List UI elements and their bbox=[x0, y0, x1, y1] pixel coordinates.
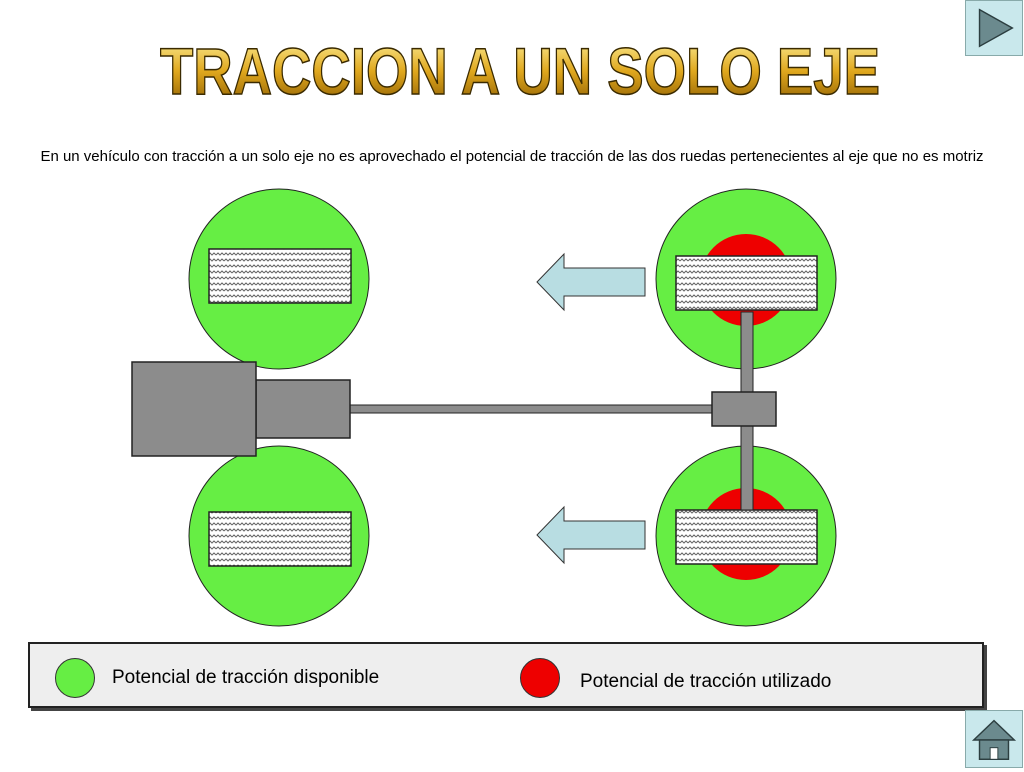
used-traction-swatch bbox=[520, 658, 560, 698]
home-button[interactable] bbox=[965, 710, 1023, 768]
play-triangle-icon bbox=[978, 8, 1014, 48]
page-title: TRACCION A UN SOLO EJE bbox=[130, 18, 910, 118]
rear-right-wheel bbox=[655, 445, 837, 627]
available-traction-swatch bbox=[55, 658, 95, 698]
used-traction-label: Potencial de tracción utilizado bbox=[580, 671, 832, 692]
next-slide-button[interactable] bbox=[965, 0, 1023, 56]
differential bbox=[711, 391, 777, 427]
direction-arrow-bottom bbox=[536, 505, 646, 565]
front-right-wheel bbox=[655, 188, 837, 370]
legend-box: Potencial de tracción disponible Potenci… bbox=[28, 642, 984, 708]
available-traction-label: Potencial de tracción disponible bbox=[112, 667, 380, 688]
description-text: En un vehículo con tracción a un solo ej… bbox=[40, 148, 984, 165]
direction-arrow-top bbox=[536, 252, 646, 312]
front-left-wheel bbox=[188, 188, 370, 370]
home-icon bbox=[971, 719, 1017, 760]
page-title-text: TRACCION A UN SOLO EJE bbox=[160, 34, 880, 108]
gearbox bbox=[255, 379, 351, 439]
rear-left-wheel bbox=[188, 445, 370, 627]
drive-shaft bbox=[349, 404, 713, 414]
engine bbox=[131, 361, 257, 457]
